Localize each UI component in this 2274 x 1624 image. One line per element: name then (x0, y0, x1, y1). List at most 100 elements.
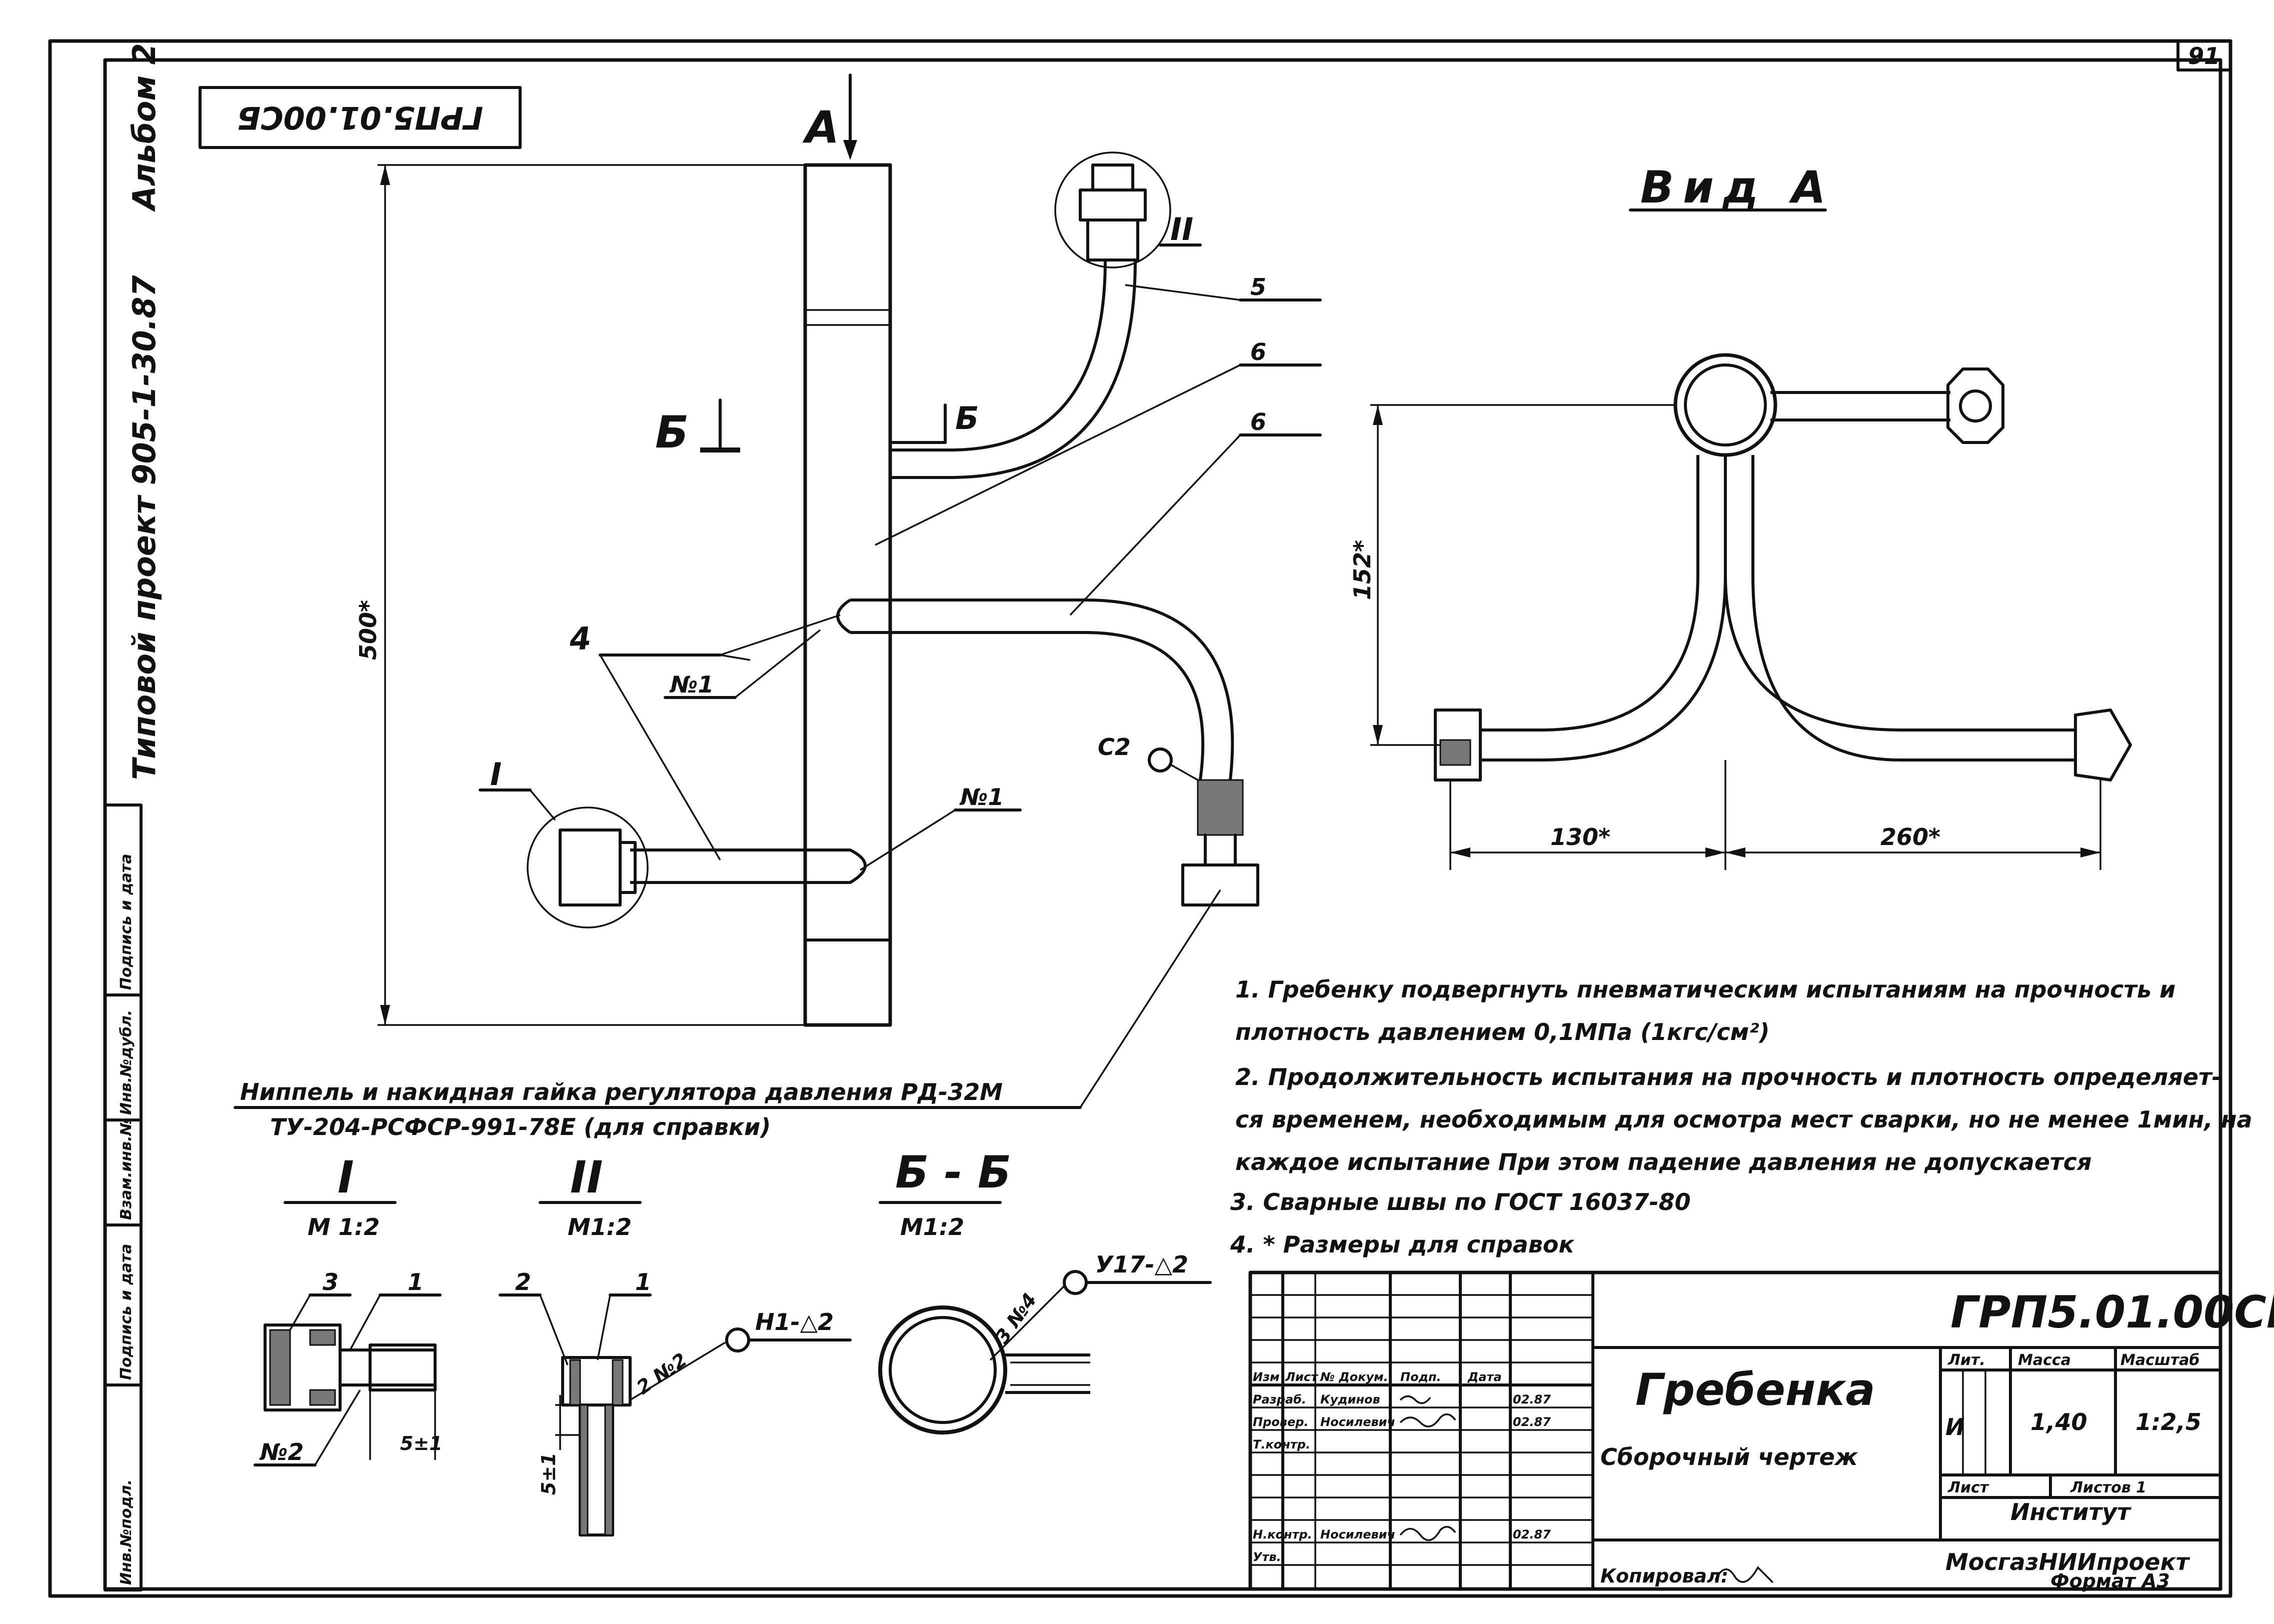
detail-ii-weld: 2 №2 (633, 1348, 691, 1398)
svg-text:И: И (1945, 1414, 1965, 1440)
row-date-0: 02.87 (1513, 1392, 1551, 1406)
row-role-4: Утв. (1253, 1550, 1281, 1564)
detail-ii-dim: 5±1 (538, 1452, 560, 1495)
drawing-name: Гребенка (1635, 1364, 1875, 1416)
collector-pipe (803, 163, 892, 1027)
page-number-box (2176, 40, 2232, 72)
notes: 1. Гребенку подвергнуть пневматическим и… (1230, 976, 2252, 1258)
section-mark-b2: Б (955, 400, 979, 436)
detail-i-dim: 5±1 (400, 1432, 443, 1454)
svg-text:МосгазНИИпроект: МосгазНИИпроект (1945, 1548, 2190, 1576)
detail-I-circle (527, 806, 649, 928)
nipple-note-line2: ТУ-204-РСФСР-991-78Е (для справки) (270, 1114, 771, 1140)
designation: ГРП5.01.00СБ (1950, 1286, 2274, 1338)
svg-text:Лит.: Лит. (1947, 1352, 1985, 1369)
section-bb-weld: 3 №4 (991, 1289, 1041, 1348)
svg-text:Изм: Изм (1253, 1370, 1280, 1384)
section-bb-weld-symbol: У17-△2 (1095, 1251, 1188, 1278)
detail-i-pos3: 3 (323, 1268, 339, 1296)
svg-text:Инв.№подл.: Инв.№подл. (118, 1480, 135, 1585)
note-line-5: каждое испытание При этом падение давлен… (1235, 1148, 2092, 1176)
svg-text:Листов 1: Листов 1 (2070, 1479, 2146, 1496)
top-stamp-text: ГРП5.01.00СБ (237, 100, 483, 136)
svg-text:Инв.№дубл.: Инв.№дубл. (118, 1010, 135, 1115)
note-line-7: 4. * Размеры для справок (1230, 1231, 1575, 1258)
detail-i-pos1: 1 (408, 1268, 424, 1296)
main-view: А 500* Б Б II (234, 74, 1322, 1140)
detail-ii-pos2: 2 (515, 1268, 531, 1296)
pos-4-label: 4 (568, 620, 592, 658)
side-project-text: Типовой проект 905-1-30.87 (126, 275, 163, 780)
svg-text:Взам.инв.№: Взам.инв.№ (118, 1118, 135, 1220)
note-line-1: 1. Гребенку подвергнуть пневматическим и… (1235, 976, 2175, 1003)
view-a: Вид А 152* 130* 260* (1349, 162, 2132, 870)
section-bb-scale: М1:2 (900, 1214, 964, 1240)
detail-II-ref: II (1170, 211, 1193, 248)
detail-i-weld: №2 (259, 1438, 304, 1466)
section-arrow-a-label: А (802, 102, 839, 153)
svg-text:Лист: Лист (1947, 1479, 1989, 1496)
outer-frame (48, 39, 2232, 1598)
detail-ii-pos1: 1 (635, 1268, 651, 1296)
detail-ii-weld-symbol: Н1-△2 (755, 1308, 834, 1336)
detail-ii-scale: М1:2 (568, 1214, 632, 1240)
svg-text:1:2,5: 1:2,5 (2135, 1408, 2201, 1436)
dim-vertical: 152* (1349, 540, 1376, 600)
section-mark-b1: Б (655, 406, 689, 458)
row-date-1: 02.87 (1513, 1415, 1551, 1429)
signature-1 (1399, 1413, 1456, 1428)
view-a-title: Вид А (1640, 162, 1835, 213)
note-line-2: плотность давлением 0,1МПа (1кгс/см²) (1235, 1018, 1769, 1046)
format-label: Формат А3 (2050, 1570, 2170, 1592)
row-name-1: Носилевич (1320, 1415, 1395, 1429)
page-number: 91 (2188, 42, 2220, 70)
weld-c2-label: С2 (1098, 734, 1131, 760)
weld-n1-bottom: №1 (959, 784, 1004, 810)
detail-ii: II М1:2 5±1 2 1 2 №2 Н1-△2 (499, 1152, 852, 1536)
detail-i-title: I (338, 1152, 354, 1203)
pos-6b-label: 6 (1250, 408, 1266, 436)
svg-text:Масштаб: Масштаб (2120, 1352, 2199, 1369)
section-bb: Б - Б М1:2 3 №4 У17-△2 (878, 1146, 1212, 1434)
svg-text:Дата: Дата (1467, 1370, 1502, 1384)
svg-text:1,40: 1,40 (2030, 1408, 2087, 1436)
dim-left: 130* (1550, 824, 1610, 850)
detail-ii-title: II (570, 1152, 603, 1203)
dim-height: 500* (355, 600, 382, 660)
svg-text:Подпись и дата: Подпись и дата (118, 854, 135, 990)
svg-text:Институт: Институт (2010, 1498, 2131, 1526)
note-line-3: 2. Продолжительность испытания на прочно… (1235, 1064, 2221, 1090)
nipple-note-line1: Ниппель и накидная гайка регулятора давл… (240, 1078, 1003, 1106)
top-stamp-box (199, 86, 522, 149)
svg-text:Масса: Масса (2018, 1352, 2071, 1369)
row-name-3: Носилевич (1320, 1528, 1395, 1542)
row-role-1: Провер. (1253, 1415, 1309, 1429)
note-line-4: ся временем, необходимым для осмотра мес… (1235, 1106, 2252, 1133)
row-role-0: Разраб. (1253, 1392, 1306, 1406)
row-date-3: 02.87 (1513, 1528, 1551, 1542)
weld-n1-top: №1 (669, 671, 714, 698)
detail-i: I М 1:2 3 1 №2 5±1 (254, 1152, 443, 1466)
svg-text:Лист: Лист (1285, 1370, 1319, 1384)
title-block: Изм Лист № Докум. Подп. Дата Разраб. Куд… (1248, 1270, 2274, 1592)
dim-right: 260* (1880, 824, 1940, 850)
document-type: Сборочный чертеж (1600, 1444, 1858, 1470)
side-stamp-columns: Подпись и дата Инв.№дубл. Взам.инв.№ Под… (104, 804, 143, 1592)
detail-I-ref: I (490, 756, 502, 792)
detail-i-scale: М 1:2 (308, 1214, 380, 1240)
signature-0 (1399, 1395, 1431, 1404)
pos-6a-label: 6 (1250, 338, 1266, 366)
detail-II-circle (1054, 152, 1171, 268)
svg-text:№ Докум.: № Докум. (1320, 1370, 1388, 1384)
row-name-0: Кудинов (1320, 1392, 1380, 1406)
pos-5-label: 5 (1250, 274, 1266, 300)
signature-2 (1399, 1526, 1456, 1542)
copied-signature (1714, 1566, 1774, 1584)
svg-text:Подп.: Подп. (1400, 1370, 1441, 1384)
copied-label: Копировал: (1600, 1565, 1728, 1587)
row-role-2: Т.контр. (1253, 1438, 1310, 1452)
row-role-3: Н.контр. (1253, 1528, 1312, 1542)
svg-text:Подпись и дата: Подпись и дата (118, 1244, 135, 1380)
side-album-text: Альбом 2 (126, 43, 163, 212)
